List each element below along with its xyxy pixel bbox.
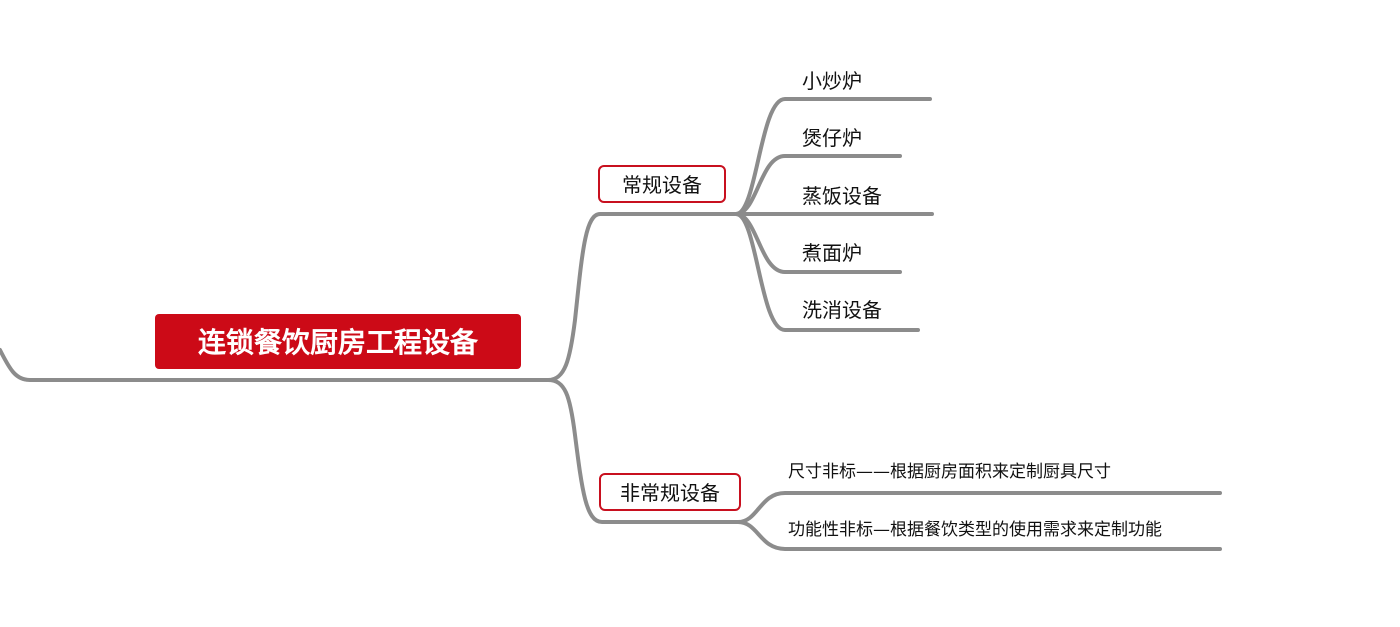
branch-node-regular-box bbox=[598, 165, 726, 203]
connector-root-incoming bbox=[0, 348, 550, 382]
leaf-node-nonregular-item-2[interactable]: 功能性非标—根据餐饮类型的使用需求来定制功能 bbox=[788, 519, 1162, 540]
connector-root-to-regular bbox=[546, 212, 738, 382]
connector-nonregular-to-item-1 bbox=[736, 491, 1222, 524]
connector-regular-to-item-5 bbox=[734, 212, 920, 332]
connector-nonregular-to-item-2 bbox=[736, 520, 1222, 551]
branch-node-regular[interactable]: 常规设备 bbox=[598, 165, 726, 203]
branch-node-regular-label: 常规设备 bbox=[622, 173, 702, 197]
branch-node-nonregular-box bbox=[599, 473, 741, 511]
root-node[interactable]: 连锁餐饮厨房工程设备 bbox=[155, 314, 521, 369]
root-node-box bbox=[155, 314, 521, 369]
leaf-node-regular-item-1[interactable]: 小炒炉 bbox=[802, 69, 862, 93]
branch-node-nonregular[interactable]: 非常规设备 bbox=[599, 473, 741, 511]
root-node-label: 连锁餐饮厨房工程设备 bbox=[198, 326, 479, 359]
branch-node-nonregular-label: 非常规设备 bbox=[620, 481, 720, 505]
leaf-node-regular-item-3[interactable]: 蒸饭设备 bbox=[802, 184, 882, 208]
leaf-node-regular-item-5[interactable]: 洗消设备 bbox=[802, 298, 882, 322]
leaf-node-nonregular-item-1[interactable]: 尺寸非标——根据厨房面积来定制厨具尺寸 bbox=[788, 462, 1111, 482]
leaf-node-regular-item-4[interactable]: 煮面炉 bbox=[802, 241, 862, 265]
connector-regular-to-item-2 bbox=[734, 154, 902, 216]
leaf-node-regular-item-2[interactable]: 煲仔炉 bbox=[802, 126, 862, 150]
connector-root-to-nonregular bbox=[546, 378, 740, 524]
connector-regular-to-item-1 bbox=[734, 97, 932, 216]
